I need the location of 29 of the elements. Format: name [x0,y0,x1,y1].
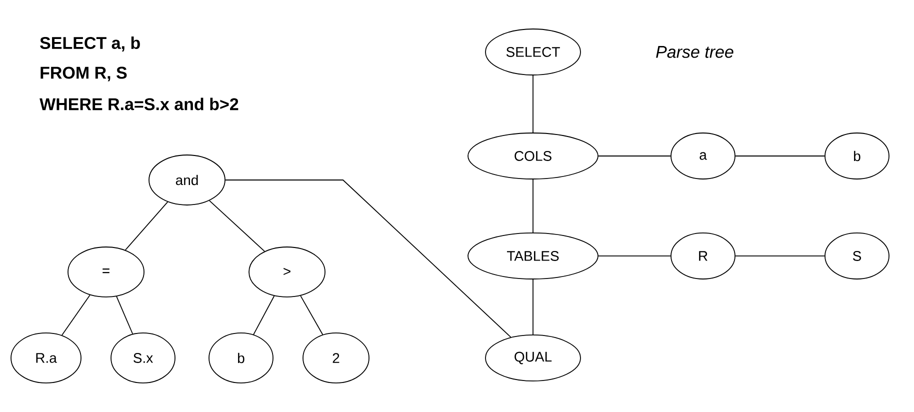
connector-line [532,75,534,133]
connector-line [209,200,265,252]
tree-node: TABLES [468,232,598,280]
connector-line [532,179,534,233]
connector-line [61,294,90,336]
connector-line [253,296,275,335]
tree-node: b [208,332,274,384]
tree-node: R.a [10,332,82,384]
tree-node: b [824,132,890,180]
tree-node: 2 [302,332,370,384]
tree-node: S.x [110,332,176,384]
connector-line [124,202,168,250]
tree-node: R [670,232,736,280]
tree-node: a [670,132,736,180]
tree-node: S [824,232,890,280]
tree-node: > [248,246,326,298]
diagram-title: Parse tree [656,46,734,58]
connector-line [225,180,512,338]
connector-line [300,295,324,336]
query-line: FROM R, S [40,66,127,82]
tree-node: and [148,154,226,206]
connector-line [532,278,534,335]
tree-node: = [68,246,144,298]
query-line: WHERE R.a=S.x and b>2 [40,98,238,110]
query-line: SELECT a, b [40,36,140,52]
connector-line [116,296,134,334]
tree-node: QUAL [485,334,581,382]
tree-node: SELECT [485,28,581,76]
tree-node: COLS [468,132,598,180]
